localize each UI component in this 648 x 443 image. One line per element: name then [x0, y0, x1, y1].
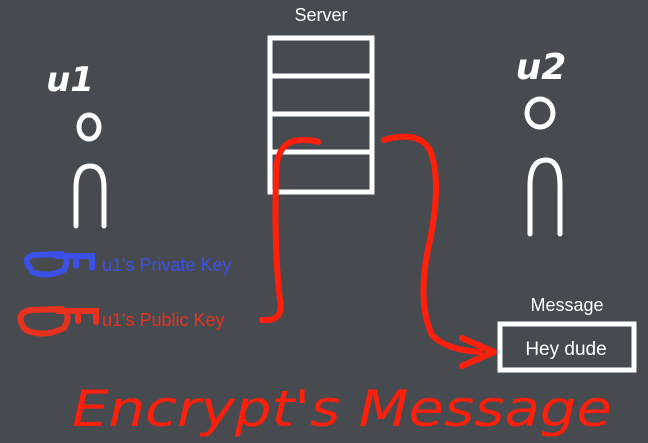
user1-figure: u1 [46, 60, 107, 229]
user2-body [527, 157, 563, 237]
user2-label: u2 [516, 47, 567, 88]
user1-head [76, 112, 102, 142]
public-key-icon [17, 305, 99, 337]
encrypt-path-up [259, 137, 321, 324]
server-label: Server [294, 5, 347, 25]
user2-figure: u2 [516, 47, 567, 237]
user1-body [73, 163, 107, 229]
private-key-label: u1's Private Key [102, 255, 232, 275]
public-key-label: u1's Public Key [102, 310, 225, 330]
encrypt-annotation: Encrypt's Message [72, 380, 612, 438]
encrypt-path-down [381, 133, 483, 355]
user1-label: u1 [46, 60, 94, 100]
server-stack [267, 35, 375, 195]
message-title: Message [530, 295, 603, 315]
message-text: Hey dude [525, 339, 606, 360]
user2-head [524, 96, 556, 130]
arrow-head [459, 335, 497, 369]
message-box [497, 321, 637, 373]
private-key-icon [23, 250, 95, 278]
